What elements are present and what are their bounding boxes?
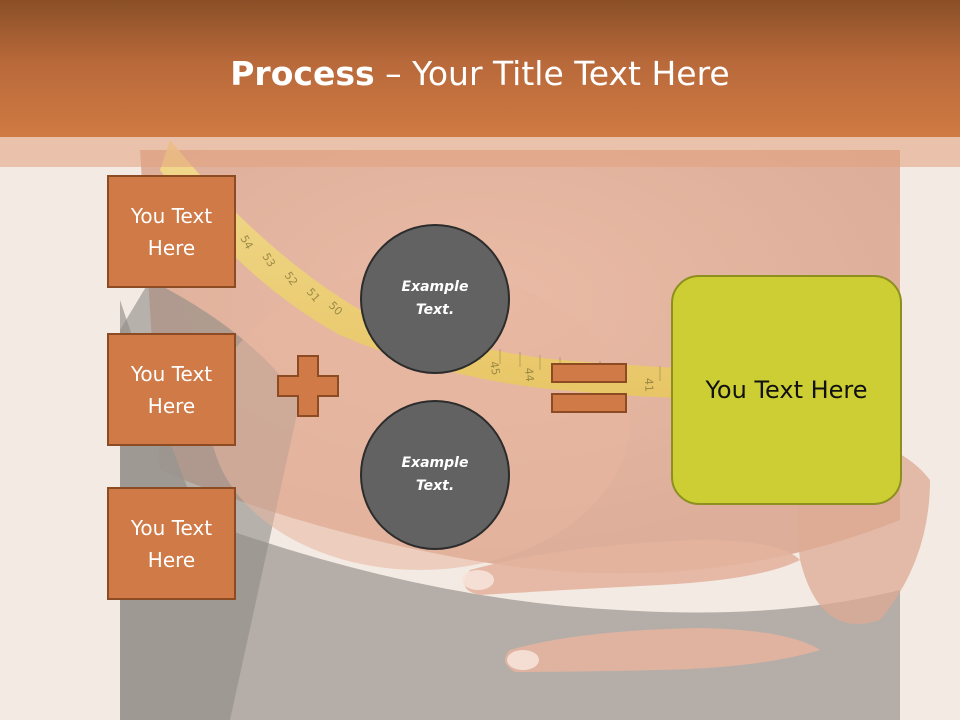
text-box-3[interactable]: You Text Here bbox=[107, 487, 236, 600]
text-box-label: You Text Here bbox=[109, 358, 234, 422]
plus-icon bbox=[277, 355, 339, 417]
title-dash: – bbox=[375, 54, 412, 93]
tape-number: 44 bbox=[522, 367, 536, 382]
circle-text: Example Text. bbox=[395, 452, 475, 498]
circle-text: Example Text. bbox=[395, 276, 475, 322]
slide-title: Process – Your Title Text Here bbox=[0, 52, 960, 96]
title-bar-strip bbox=[0, 137, 960, 167]
text-box-label: You Text Here bbox=[109, 200, 234, 264]
equals-bar-bottom bbox=[551, 393, 627, 413]
title-bold: Process bbox=[230, 54, 374, 93]
example-circle-1[interactable]: Example Text. bbox=[360, 224, 510, 374]
tape-number: 41 bbox=[642, 378, 655, 392]
equals-bar-top bbox=[551, 363, 627, 383]
result-box[interactable]: You Text Here bbox=[671, 275, 902, 505]
example-circle-2[interactable]: Example Text. bbox=[360, 400, 510, 550]
title-rest: Your Title Text Here bbox=[412, 54, 730, 93]
result-label: You Text Here bbox=[705, 376, 867, 404]
text-box-2[interactable]: You Text Here bbox=[107, 333, 236, 446]
text-box-label: You Text Here bbox=[109, 512, 234, 576]
text-box-1[interactable]: You Text Here bbox=[107, 175, 236, 288]
